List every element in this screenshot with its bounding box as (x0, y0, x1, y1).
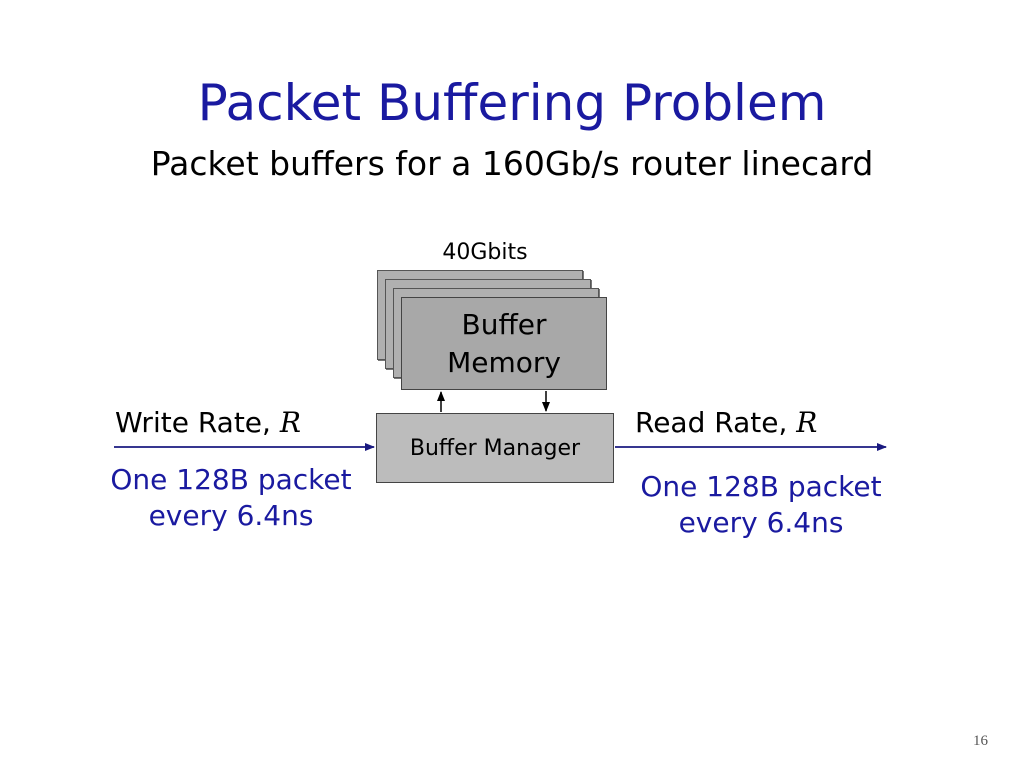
read-note-line1: One 128B packet (640, 470, 882, 503)
write-rate-label: Write Rate, R (115, 406, 301, 439)
read-rate-variable: R (796, 406, 818, 439)
write-rate-variable: R (279, 406, 301, 439)
write-rate-note: One 128B packet every 6.4ns (90, 462, 372, 535)
write-note-line1: One 128B packet (110, 463, 352, 496)
write-note-line2: every 6.4ns (148, 499, 314, 533)
page-number: 16 (973, 733, 988, 749)
slide-title: Packet Buffering Problem (197, 74, 827, 132)
buffer-memory-label-line2: Memory (447, 345, 561, 379)
buffer-memory-box: Buffer Memory (401, 297, 607, 390)
buffer-manager-label: Buffer Manager (409, 435, 581, 461)
read-rate-note: One 128B packet every 6.4ns (620, 469, 902, 542)
memory-size-label: 40Gbits (442, 240, 528, 265)
write-rate-text: Write Rate, (115, 406, 280, 439)
buffer-manager-box: Buffer Manager (376, 413, 614, 483)
slide-subtitle: Packet buffers for a 160Gb/s router line… (150, 144, 874, 183)
read-rate-text: Read Rate, (635, 406, 797, 439)
buffer-memory-label-line1: Buffer (461, 307, 547, 341)
read-note-line2: every 6.4ns (678, 506, 844, 540)
read-rate-label: Read Rate, R (635, 406, 817, 439)
